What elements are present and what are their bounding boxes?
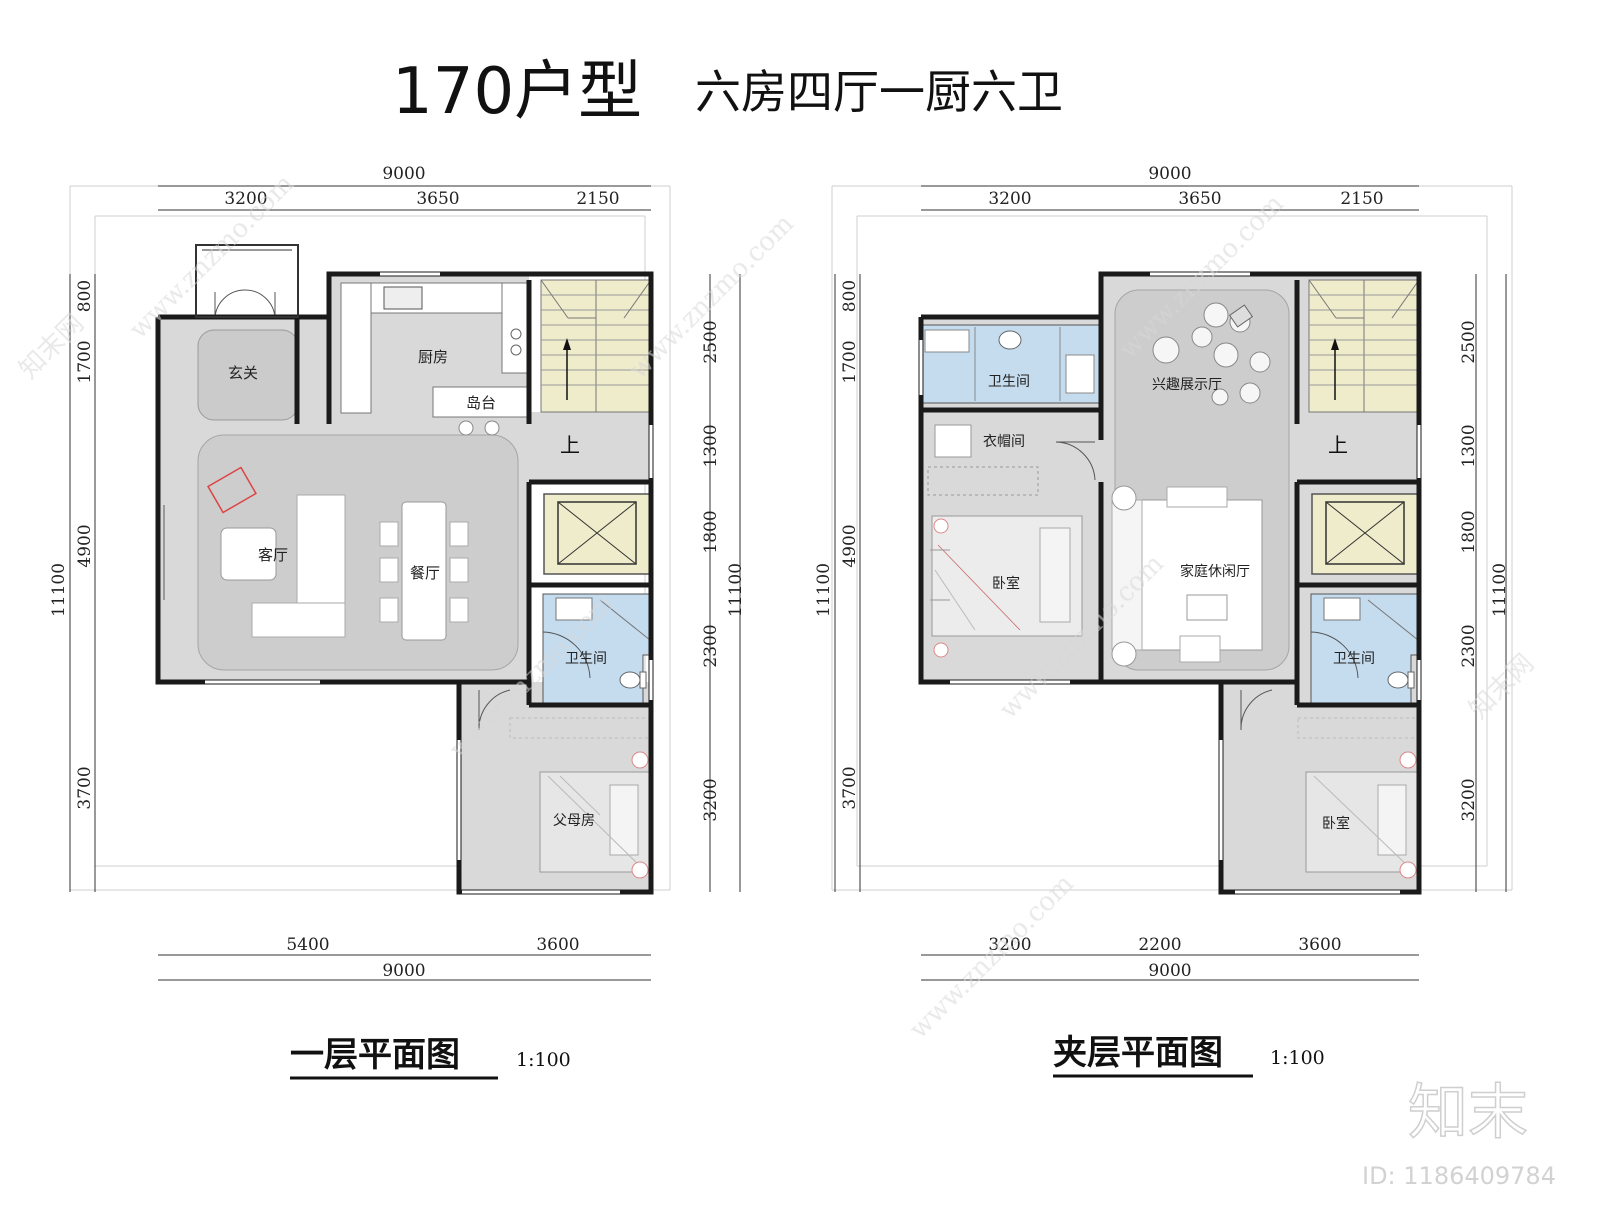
- mz-dim-top-3: 2150: [1340, 189, 1383, 209]
- gf-entry-label: 玄关: [228, 364, 258, 382]
- mz-dim-right-2: 1300: [1459, 424, 1479, 467]
- mz-dim-right-total: 11100: [1490, 563, 1510, 617]
- mz-bathroom-top: [922, 324, 1100, 404]
- mz-dim-right-3: 1800: [1459, 510, 1479, 553]
- mz-dim-right-4: 2300: [1459, 624, 1479, 667]
- gf-dim-bottom-1: 5400: [286, 935, 329, 955]
- mz-dim-bottom-2: 2200: [1138, 935, 1181, 955]
- mz-dim-left-total: 11100: [814, 563, 834, 617]
- gf-canopy: [195, 244, 299, 318]
- mz-dim-left-2: 1700: [840, 340, 860, 383]
- gf-parents-bed: [509, 717, 651, 879]
- gf-entry-door: [214, 289, 276, 318]
- gf-dim-top-1: 3200: [224, 189, 267, 209]
- gf-dim-right-5: 3200: [701, 778, 721, 821]
- gf-stair: [540, 279, 652, 413]
- mz-dim-left-1: 800: [840, 280, 860, 312]
- gf-dim-left-1: 800: [75, 280, 95, 312]
- watermark-site-6: www.znzmo.com: [904, 869, 1080, 1045]
- mz-display-label: 兴趣展示厅: [1152, 377, 1222, 393]
- gf-dining-label: 餐厅: [410, 564, 440, 582]
- watermark-brand: 知末: [1408, 1078, 1528, 1148]
- gf-elevator: [543, 493, 651, 575]
- mz-closet-label: 衣帽间: [983, 434, 1025, 450]
- gf-dim-bottom-2: 3600: [536, 935, 579, 955]
- gf-dim-right-3: 1800: [701, 510, 721, 553]
- mz-dim-bottom-1: 3200: [988, 935, 1031, 955]
- gf-living-label: 客厅: [258, 546, 288, 564]
- gf-dim-top-2: 3650: [416, 189, 459, 209]
- mz-caption: 夹层平面图: [1053, 1033, 1223, 1073]
- mz-dimension-lines: [834, 185, 1507, 981]
- gf-dim-right-total: 11100: [726, 563, 746, 617]
- mz-windows: [919, 272, 1421, 894]
- mz-dim-top-2: 3650: [1178, 189, 1221, 209]
- gf-bathroom-label: 卫生间: [565, 651, 607, 667]
- mz-dim-top-1: 3200: [988, 189, 1031, 209]
- mz-dim-left-4: 3700: [840, 766, 860, 809]
- mz-dim-left-3: 4900: [840, 524, 860, 567]
- mz-dim-top-total: 9000: [1148, 164, 1191, 184]
- gf-dining-furniture: [379, 501, 469, 641]
- mz-dim-right-1: 2500: [1459, 320, 1479, 363]
- gf-kitchen-label: 厨房: [418, 348, 448, 366]
- mz-dim-bottom-3: 3600: [1298, 935, 1341, 955]
- mz-bedroom-a-label: 卧室: [992, 575, 1020, 592]
- gf-kitchen-fixtures: [340, 282, 532, 436]
- mz-family-label: 家庭休闲厅: [1180, 563, 1250, 580]
- mezzanine-plan: 卫生间 衣帽间 卧室: [814, 164, 1513, 1078]
- mz-stair-up-label: 上: [1328, 433, 1348, 457]
- gf-dim-left-3: 4900: [75, 524, 95, 567]
- mz-closet-fixtures: [927, 424, 1096, 496]
- mz-scale: 1:100: [1270, 1047, 1325, 1069]
- gf-dim-left-2: 1700: [75, 340, 95, 383]
- gf-dim-right-2: 1300: [701, 424, 721, 467]
- gf-dim-right-1: 2500: [701, 320, 721, 363]
- mz-display-furniture: [1152, 302, 1271, 406]
- mz-bath-bottom-label: 卫生间: [1333, 651, 1375, 667]
- mz-bathroom-bottom: [1310, 593, 1419, 706]
- title-composition: 六房四厅一厨六卫: [695, 65, 1063, 119]
- gf-windows: [205, 272, 653, 894]
- gf-dim-top-3: 2150: [576, 189, 619, 209]
- gf-dim-bottom-total: 9000: [382, 961, 425, 981]
- gf-dim-right-4: 2300: [701, 624, 721, 667]
- gf-dim-left-4: 3700: [75, 766, 95, 809]
- gf-stair-up-label: 上: [560, 433, 580, 457]
- gf-dim-top-total: 9000: [382, 164, 425, 184]
- gf-living-furniture: [163, 466, 346, 638]
- mz-family-furniture: [1111, 485, 1263, 667]
- mz-bath-top-label: 卫生间: [988, 374, 1030, 390]
- mz-dim-bottom-total: 9000: [1148, 961, 1191, 981]
- watermark-id: ID: 1186409784: [1362, 1162, 1556, 1190]
- gf-parents-label: 父母房: [553, 813, 595, 829]
- mz-bedroom-b-bed: [1297, 717, 1419, 879]
- ground-floor-plan: 上 卫生间 父母房: [49, 164, 746, 1080]
- gf-caption: 一层平面图: [290, 1035, 460, 1075]
- mz-elevator: [1311, 493, 1419, 575]
- gf-scale: 1:100: [516, 1049, 571, 1071]
- gf-island-label: 岛台: [466, 394, 496, 412]
- mz-stair: [1308, 279, 1420, 413]
- mz-dim-right-5: 3200: [1459, 778, 1479, 821]
- gf-dim-left-total: 11100: [49, 563, 69, 617]
- title-type-code: 170户型: [392, 55, 642, 129]
- mz-bedroom-b-label: 卧室: [1322, 815, 1350, 832]
- mz-bedroom-a-bed: [930, 515, 1083, 658]
- gf-dimension-lines: [69, 185, 741, 981]
